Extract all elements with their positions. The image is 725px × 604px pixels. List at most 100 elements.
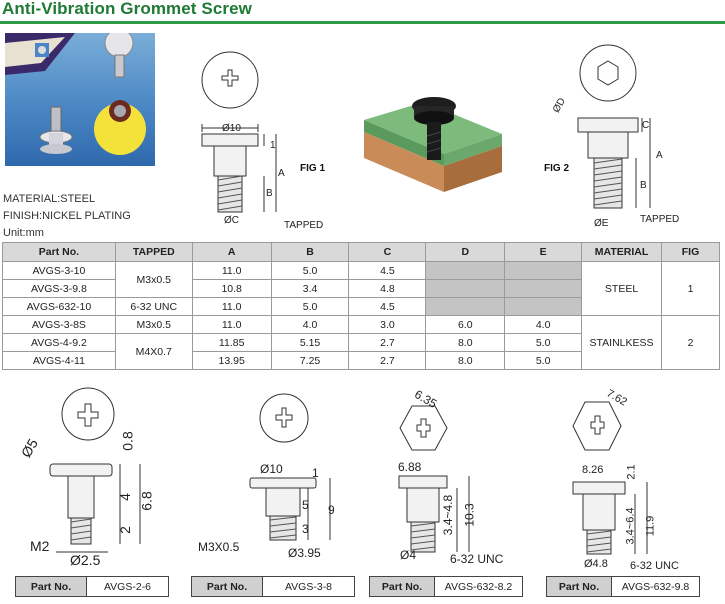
table-cell: 5.0 <box>270 261 350 280</box>
col-header: A <box>191 242 272 262</box>
d3-diameter-shank: Ø4 <box>400 548 417 562</box>
table-cell: 3.4 <box>270 279 350 298</box>
table-cell-empty <box>504 261 583 280</box>
part-number-box: Part No. AVGS-632-9.8 <box>546 576 700 597</box>
d3-width-head: 6.88 <box>398 460 422 474</box>
table-cell-empty <box>425 297 506 316</box>
d1-dim-2: 2 <box>116 526 133 534</box>
table-cell: 3.0 <box>348 315 427 334</box>
col-header: D <box>425 242 506 262</box>
col-header: MATERIAL <box>581 242 663 262</box>
drawing-avgs-632-8-2 <box>398 405 470 553</box>
fig1-drawing <box>201 51 277 213</box>
d3-thread: 6-32 UNC <box>450 552 504 566</box>
part-number-label: Part No. <box>16 577 87 596</box>
fig2-drawing <box>577 44 651 209</box>
col-header: E <box>504 242 583 262</box>
table-cell: 6-32 UNC <box>114 297 193 316</box>
spec-table: Part No. TAPPED A B C D E MATERIAL FIG A… <box>2 242 720 370</box>
table-cell: 11.0 <box>191 261 272 280</box>
d2-dim-1: 1 <box>312 466 319 480</box>
part-number-value: AVGS-3-8 <box>263 577 354 596</box>
fig2-tapped-label: TAPPED <box>640 214 680 225</box>
table-row: AVGS-3-8S M3x0.5 11.0 4.0 3.0 6.0 4.0 ST… <box>2 315 720 370</box>
table-cell: 13.95 <box>191 351 272 370</box>
col-header: TAPPED <box>114 242 193 262</box>
d4-dim-2-1: 2.1 <box>625 464 638 480</box>
table-cell: 4.8 <box>348 279 427 298</box>
part-number-value: AVGS-632-8.2 <box>435 577 522 596</box>
fig2-dim-b: B <box>640 180 647 191</box>
d2-diameter-head: Ø10 <box>260 462 283 476</box>
part-number-box: Part No. AVGS-2-6 <box>15 576 169 597</box>
table-cell: 5.15 <box>270 333 350 352</box>
table-cell-empty <box>504 279 583 298</box>
fig1-dim-c: ØC <box>224 215 239 226</box>
finish-spec: FINISH:NICKEL PLATING <box>3 210 131 222</box>
table-cell: M3x0.5 <box>114 315 193 334</box>
part-number-label: Part No. <box>547 577 612 596</box>
page-title: Anti-Vibration Grommet Screw <box>2 0 252 18</box>
table-cell: 4.5 <box>348 261 427 280</box>
table-cell: AVGS-3-10 <box>2 261 116 280</box>
d1-thread-m2: M2 <box>30 538 50 554</box>
table-cell: 5.0 <box>270 297 350 316</box>
table-cell: 11.0 <box>191 297 272 316</box>
table-cell: 11.0 <box>191 315 272 334</box>
table-cell: 5.0 <box>504 351 583 370</box>
d4-dim-11-9: 11.9 <box>644 515 657 537</box>
material-spec: MATERIAL:STEEL <box>3 193 96 205</box>
table-cell: M4X0.7 <box>114 333 193 370</box>
table-cell: 2.7 <box>348 333 427 352</box>
d2-dim-9: 9 <box>328 503 335 517</box>
table-header-row: Part No. TAPPED A B C D E MATERIAL FIG <box>2 242 720 262</box>
d4-thread: 6-32 UNC <box>630 560 679 572</box>
part-number-label: Part No. <box>192 577 263 596</box>
table-cell-empty <box>504 297 583 316</box>
d1-dim-0-8: 0.8 <box>119 431 136 451</box>
drawing-avgs-2-6 <box>49 387 141 553</box>
table-cell: AVGS-4-11 <box>2 351 116 370</box>
fig2-dim-e: ØE <box>594 218 609 229</box>
product-photo <box>5 33 155 166</box>
title-underline <box>0 21 725 24</box>
col-header: Part No. <box>2 242 116 262</box>
fig1-diameter-head: Ø10 <box>222 123 241 134</box>
table-cell: STAINLKESS <box>581 315 663 370</box>
d2-diameter-shank: Ø3.95 <box>288 546 321 560</box>
d1-diameter-shank: Ø2.5 <box>70 552 101 568</box>
table-row: AVGS-632-10 6-32 UNC 11.0 5.0 4.5 <box>2 297 720 316</box>
table-cell: 5.0 <box>504 333 583 352</box>
fig2-label: FIG 2 <box>544 163 570 174</box>
table-row: AVGS-3-10 M3x0.5 11.0 5.0 4.5 STEEL 1 <box>2 261 720 316</box>
table-cell: STEEL <box>581 261 663 316</box>
table-cell: 8.0 <box>425 333 506 352</box>
fig1-dim-b: B <box>266 188 273 199</box>
part-number-box: Part No. AVGS-3-8 <box>191 576 355 597</box>
col-header: FIG <box>661 242 720 262</box>
table-cell: 4.0 <box>270 315 350 334</box>
col-header: B <box>270 242 350 262</box>
fig1-label: FIG 1 <box>300 163 326 174</box>
drawing-avgs-3-8 <box>249 393 331 541</box>
table-cell: AVGS-632-10 <box>2 297 116 316</box>
d3-dim-range: 3.4~4.8 <box>441 494 456 536</box>
table-cell-empty <box>425 279 506 298</box>
table-cell: 4.0 <box>504 315 583 334</box>
table-cell-empty <box>425 261 506 280</box>
d2-dim-5: 5 <box>302 498 309 512</box>
table-cell: AVGS-4-9.2 <box>2 333 116 352</box>
table-cell: 10.8 <box>191 279 272 298</box>
table-cell: AVGS-3-9.8 <box>2 279 116 298</box>
fig2-dim-c: C <box>642 120 650 131</box>
unit-spec: Unit:mm <box>3 227 44 239</box>
part-number-value: AVGS-2-6 <box>87 577 168 596</box>
table-cell: 7.25 <box>270 351 350 370</box>
table-row: AVGS-3-9.8 10.8 3.4 4.8 <box>2 279 720 298</box>
d2-thread: M3X0.5 <box>198 540 240 554</box>
drawing-avgs-632-9-8 <box>572 401 648 555</box>
col-header: C <box>348 242 427 262</box>
table-cell: 8.0 <box>425 351 506 370</box>
fig1-tapped-label: TAPPED <box>284 220 324 231</box>
d4-diameter-shank: Ø4.8 <box>584 558 608 570</box>
